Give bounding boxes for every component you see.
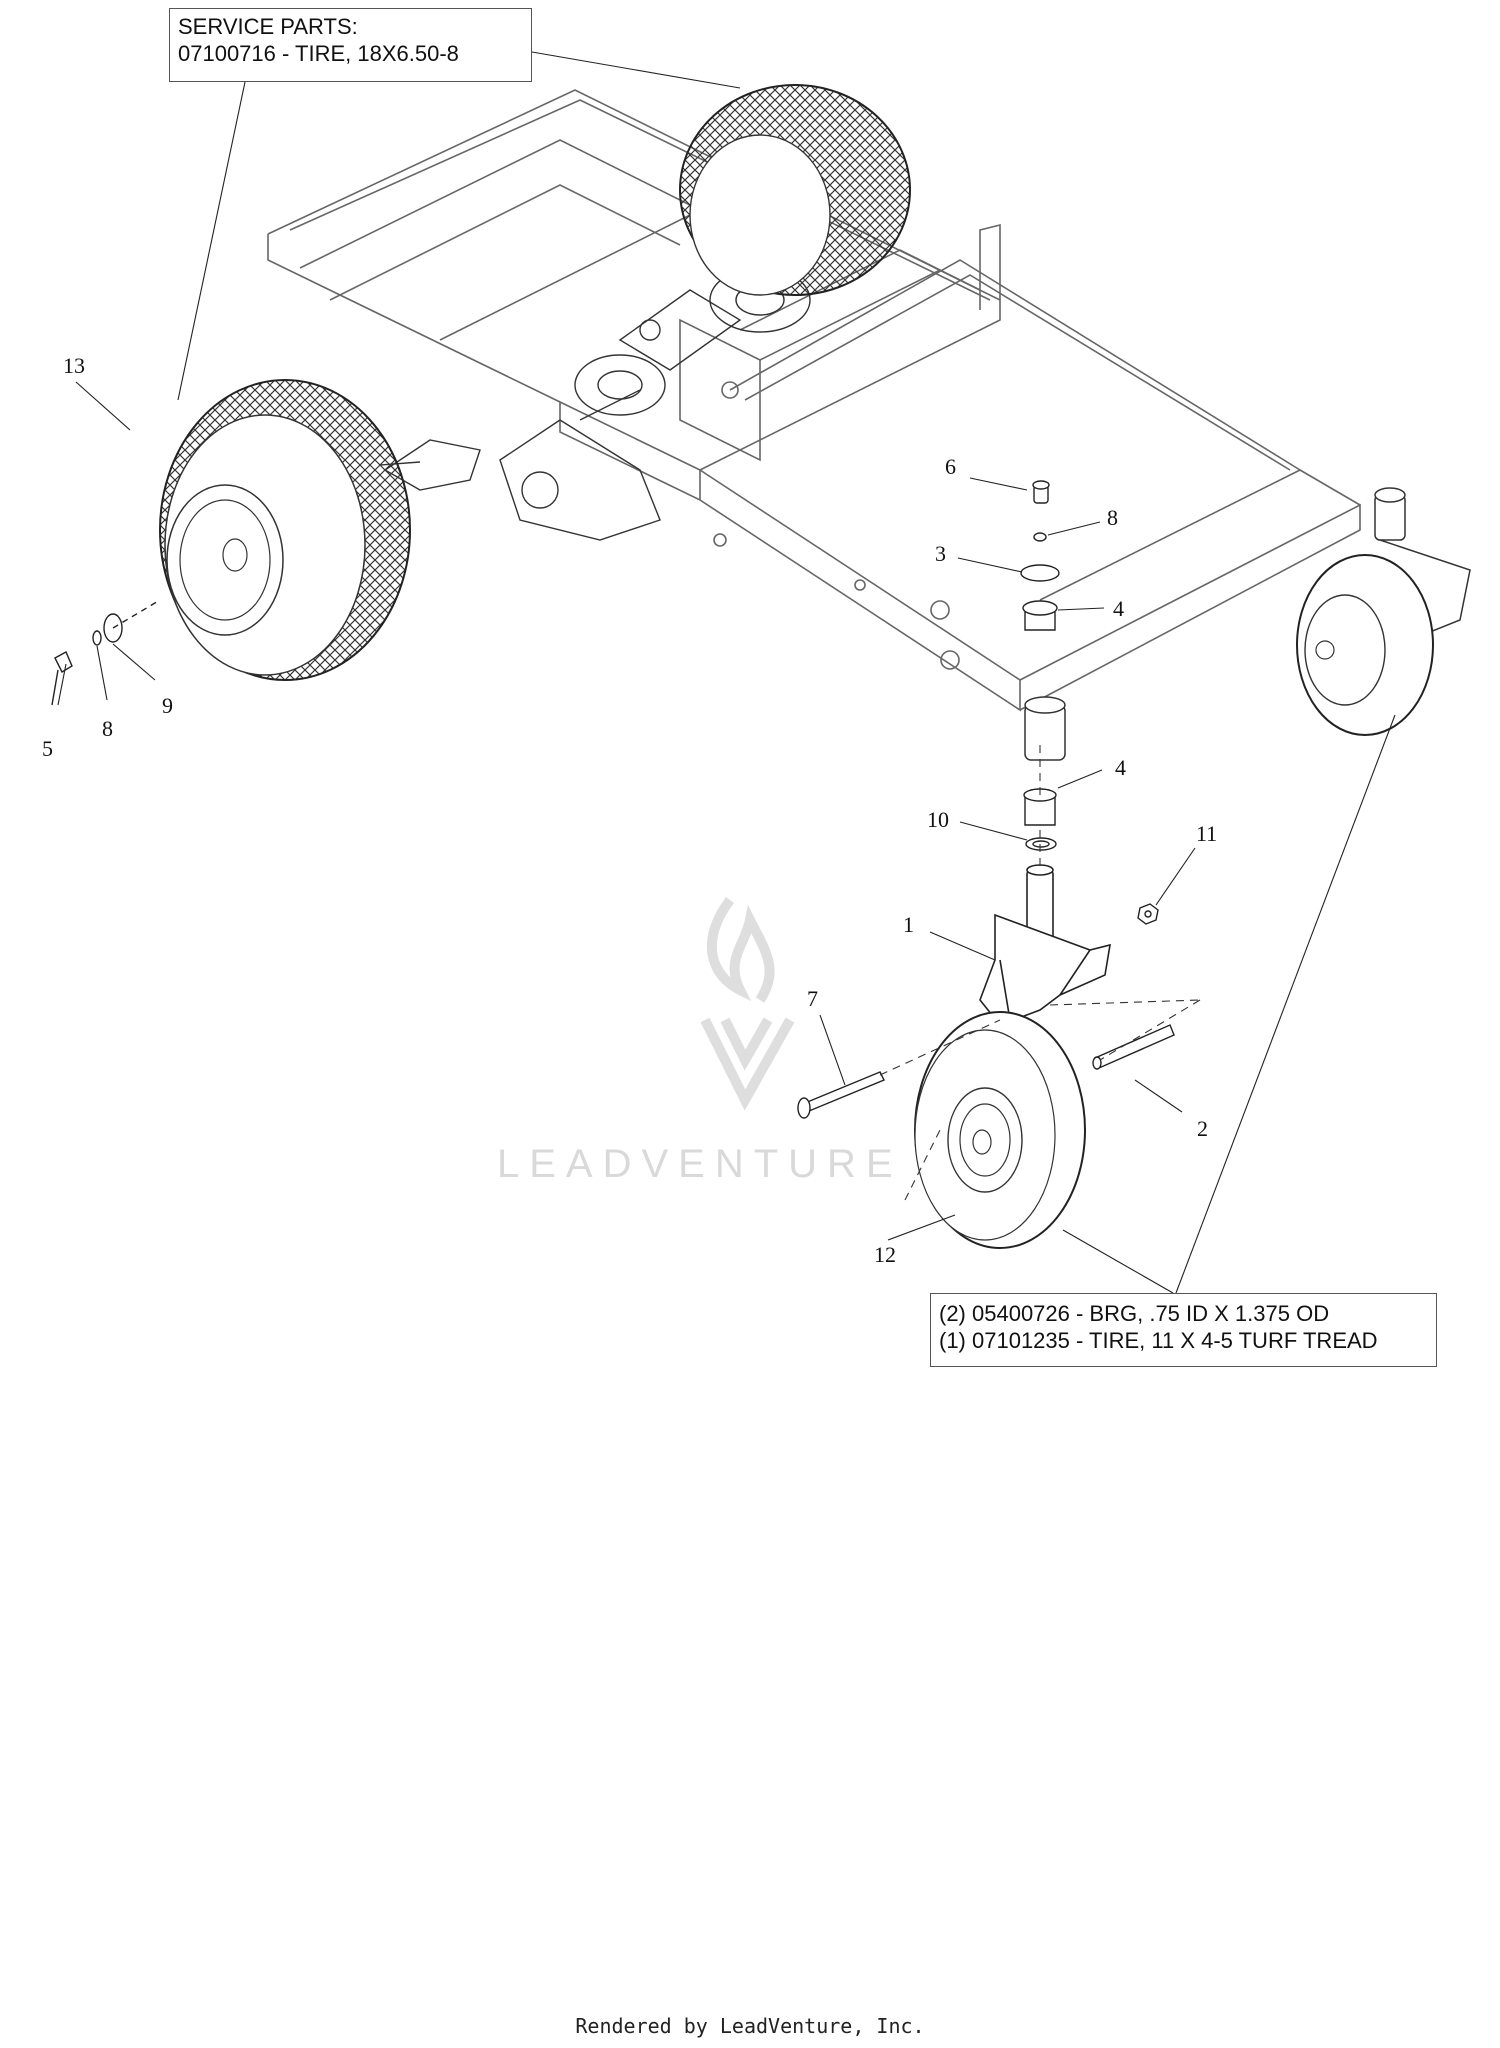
callout-1: 1 — [903, 912, 914, 937]
caster-axle-bolt — [797, 1071, 885, 1119]
transaxle-assembly — [379, 267, 811, 541]
caster-parts-line-2: (1) 07101235 - TIRE, 11 X 4-5 TURF TREAD — [939, 1328, 1378, 1353]
caster-pivot-tube — [1024, 487, 1406, 761]
caster-fork — [979, 864, 1111, 1026]
callout-2: 2 — [1197, 1116, 1208, 1141]
callout-4-upper: 4 — [1113, 596, 1124, 621]
callout-8-caster: 8 — [1107, 505, 1118, 530]
watermark-logo — [700, 897, 795, 1111]
service-parts-line-1: 07100716 - TIRE, 18X6.50-8 — [178, 41, 459, 66]
mower-frame — [267, 89, 1361, 712]
rear-tire-right — [679, 84, 911, 296]
caster-lower-bearing — [1023, 788, 1057, 851]
caster-wheel-right — [1296, 539, 1471, 736]
caster-wheel-front — [914, 1011, 1086, 1249]
callout-5: 5 — [42, 736, 53, 761]
callout-8-axle: 8 — [102, 716, 113, 741]
assembly-lines — [879, 745, 1201, 1201]
caster-nut — [1137, 903, 1159, 925]
caster-parts-line-1: (2) 05400726 - BRG, .75 ID X 1.375 OD — [939, 1301, 1330, 1326]
caster-spacer — [1092, 1024, 1175, 1070]
axle-hardware — [51, 599, 161, 706]
callout-7: 7 — [807, 986, 818, 1011]
callout-6: 6 — [945, 454, 956, 479]
caster-parts-box: (2) 05400726 - BRG, .75 ID X 1.375 OD (1… — [930, 1293, 1437, 1367]
service-parts-box: SERVICE PARTS: 07100716 - TIRE, 18X6.50-… — [169, 8, 532, 82]
caster-bolt-stack — [1020, 480, 1060, 631]
callout-10: 10 — [927, 807, 949, 832]
callout-9: 9 — [162, 693, 173, 718]
footer-credit: Rendered by LeadVenture, Inc. — [575, 2014, 925, 2038]
callout-12: 12 — [874, 1242, 896, 1267]
callout-13: 13 — [63, 353, 85, 378]
service-parts-heading: SERVICE PARTS: — [178, 14, 358, 39]
callout-4-lower: 4 — [1115, 755, 1126, 780]
callout-3: 3 — [935, 541, 946, 566]
watermark-text: LEADVENTURE — [497, 1142, 903, 1186]
leader-lines — [57, 51, 1396, 1294]
callout-11: 11 — [1196, 821, 1217, 846]
rear-tire-left — [159, 379, 411, 681]
